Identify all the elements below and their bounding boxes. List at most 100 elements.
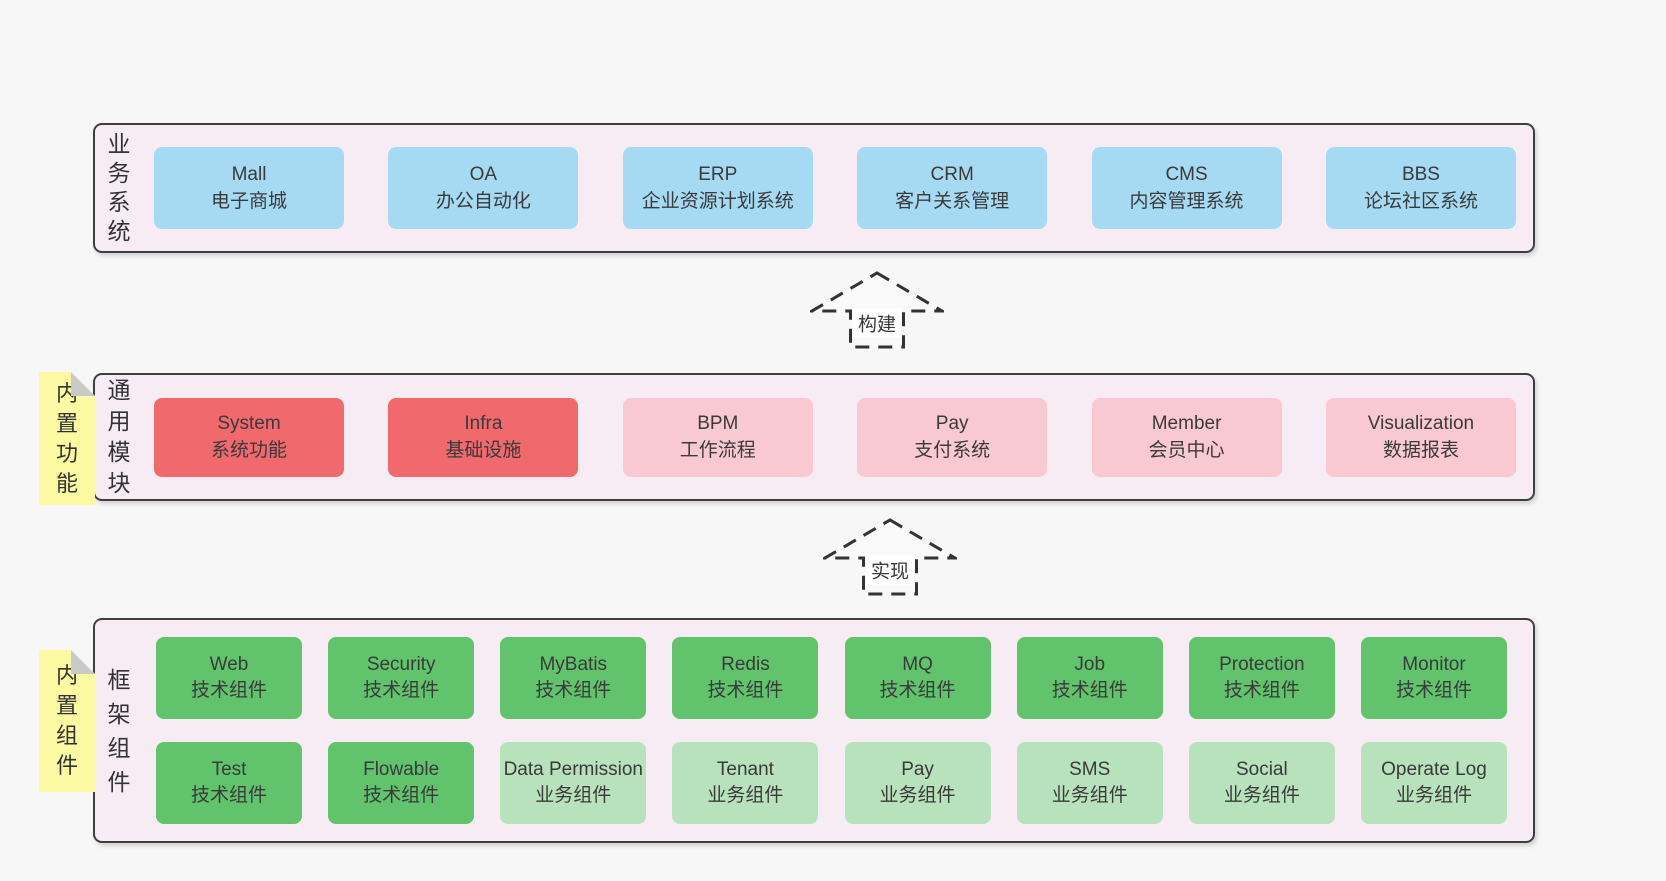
card-title: OA [469,164,498,185]
module-card: Test 技术组件 [156,742,302,824]
card-title: Security [366,654,436,675]
sticky-note-built-in-features: 内置功能 [39,372,95,505]
card-subtitle: 支付系统 [914,440,991,461]
card-subtitle: 客户关系管理 [895,191,1010,212]
card-subtitle: 数据报表 [1382,440,1459,461]
card-title: MyBatis [539,654,608,675]
card-subtitle: 技术组件 [1223,680,1300,701]
card-title: Job [1074,654,1106,675]
module-card: ERP 企业资源计划系统 [622,147,813,229]
module-card: Data Permission 业务组件 [500,742,647,824]
card-title: System [217,413,281,434]
module-card: Visualization 数据报表 [1325,397,1516,477]
card-subtitle: 系统功能 [210,440,287,461]
card-title: Social [1235,759,1288,780]
card-title: Pay [901,759,934,780]
module-card: BBS 论坛社区系统 [1325,147,1516,229]
card-subtitle: 基础设施 [445,440,522,461]
card-title: Visualization [1367,413,1475,434]
card-subtitle: 技术组件 [190,680,267,701]
sticky-note-text: 内置组件 [55,663,78,778]
module-card: Operate Log 业务组件 [1360,742,1507,824]
module-card: Member 会员中心 [1091,397,1282,477]
band-label-text: 业务系统 [107,131,131,244]
module-card: Web 技术组件 [156,637,302,719]
module-card: CRM 客户关系管理 [857,147,1048,229]
module-card: Monitor 技术组件 [1360,637,1507,719]
module-card: System 系统功能 [154,397,344,477]
sticky-note-text: 内置功能 [55,380,78,496]
band-framework-components: 内置组件 框架组件 Web 技术组件 Security 技术组件 MyBatis… [93,618,1535,843]
card-title: CRM [930,164,974,185]
module-card: BPM 工作流程 [622,397,813,477]
card-subtitle: 电子商城 [210,191,287,212]
card-title: Pay [935,413,969,434]
implement-arrow-label: 实现 [865,555,915,585]
module-card: Job 技术组件 [1016,637,1163,719]
module-card: Flowable 技术组件 [328,742,475,824]
card-title: Member [1151,413,1222,434]
card-subtitle: 工作流程 [679,440,756,461]
card-subtitle: 业务组件 [879,785,956,806]
band-vertical-label: 业务系统 [103,125,135,251]
card-title: Monitor [1402,654,1466,675]
card-title: SMS [1069,759,1111,780]
card-rows: Mall 电子商城 OA 办公自动化 ERP 企业资源计划系统 CRM 客户关系… [154,125,1516,251]
band-vertical-label: 框架组件 [103,620,135,841]
module-card: Protection 技术组件 [1188,637,1335,719]
card-subtitle: 技术组件 [1051,680,1128,701]
module-card: CMS 内容管理系统 [1091,147,1282,229]
card-subtitle: 业务组件 [535,785,612,806]
folded-corner-icon [71,372,95,396]
card-title: Redis [721,654,770,675]
card-row: Web 技术组件 Security 技术组件 MyBatis 技术组件 Redi… [156,637,1507,719]
card-title: Operate Log [1381,759,1487,780]
card-subtitle: 业务组件 [1395,785,1472,806]
module-card: Mall 电子商城 [154,147,344,229]
card-row: Test 技术组件 Flowable 技术组件 Data Permission … [156,742,1507,824]
card-title: MQ [902,654,933,675]
module-card: Security 技术组件 [328,637,475,719]
module-card: Social 业务组件 [1188,742,1335,824]
module-card: Redis 技术组件 [672,637,819,719]
implement-arrow: 实现 [823,518,957,596]
module-card: Tenant 业务组件 [672,742,819,824]
card-subtitle: 业务组件 [1223,785,1300,806]
card-subtitle: 业务组件 [707,785,784,806]
module-card: Infra 基础设施 [388,397,579,477]
card-title: ERP [698,164,738,185]
card-title: CMS [1165,164,1208,185]
card-subtitle: 内容管理系统 [1129,191,1244,212]
card-row: System 系统功能 Infra 基础设施 BPM 工作流程 Pay 支付系统… [154,397,1516,477]
card-subtitle: 技术组件 [707,680,784,701]
module-card: SMS 业务组件 [1016,742,1163,824]
module-card: MQ 技术组件 [844,637,991,719]
build-arrow-label: 构建 [852,308,902,338]
card-title: Flowable [363,759,440,780]
card-subtitle: 会员中心 [1148,440,1225,461]
band-business-systems: 业务系统 Mall 电子商城 OA 办公自动化 ERP 企业资源计划系统 CRM… [93,123,1535,253]
card-title: Tenant [716,759,774,780]
card-title: Infra [464,413,503,434]
card-subtitle: 技术组件 [363,680,440,701]
card-subtitle: 论坛社区系统 [1363,191,1478,212]
card-subtitle: 业务组件 [1051,785,1128,806]
card-subtitle: 企业资源计划系统 [641,191,794,212]
card-row: Mall 电子商城 OA 办公自动化 ERP 企业资源计划系统 CRM 客户关系… [154,147,1516,229]
card-rows: System 系统功能 Infra 基础设施 BPM 工作流程 Pay 支付系统… [154,375,1516,499]
card-subtitle: 办公自动化 [435,191,531,212]
card-title: Data Permission [503,759,643,780]
band-vertical-label: 通用模块 [103,375,135,499]
card-subtitle: 技术组件 [190,785,267,806]
card-subtitle: 技术组件 [535,680,612,701]
card-title: BPM [697,413,739,434]
card-rows: Web 技术组件 Security 技术组件 MyBatis 技术组件 Redi… [156,620,1507,841]
sticky-note-built-in-components: 内置组件 [39,650,95,792]
module-card: OA 办公自动化 [388,147,579,229]
card-title: BBS [1401,164,1440,185]
module-card: MyBatis 技术组件 [500,637,647,719]
band-label-text: 框架组件 [107,666,131,795]
card-title: Protection [1219,654,1305,675]
band-label-text: 通用模块 [107,377,131,496]
